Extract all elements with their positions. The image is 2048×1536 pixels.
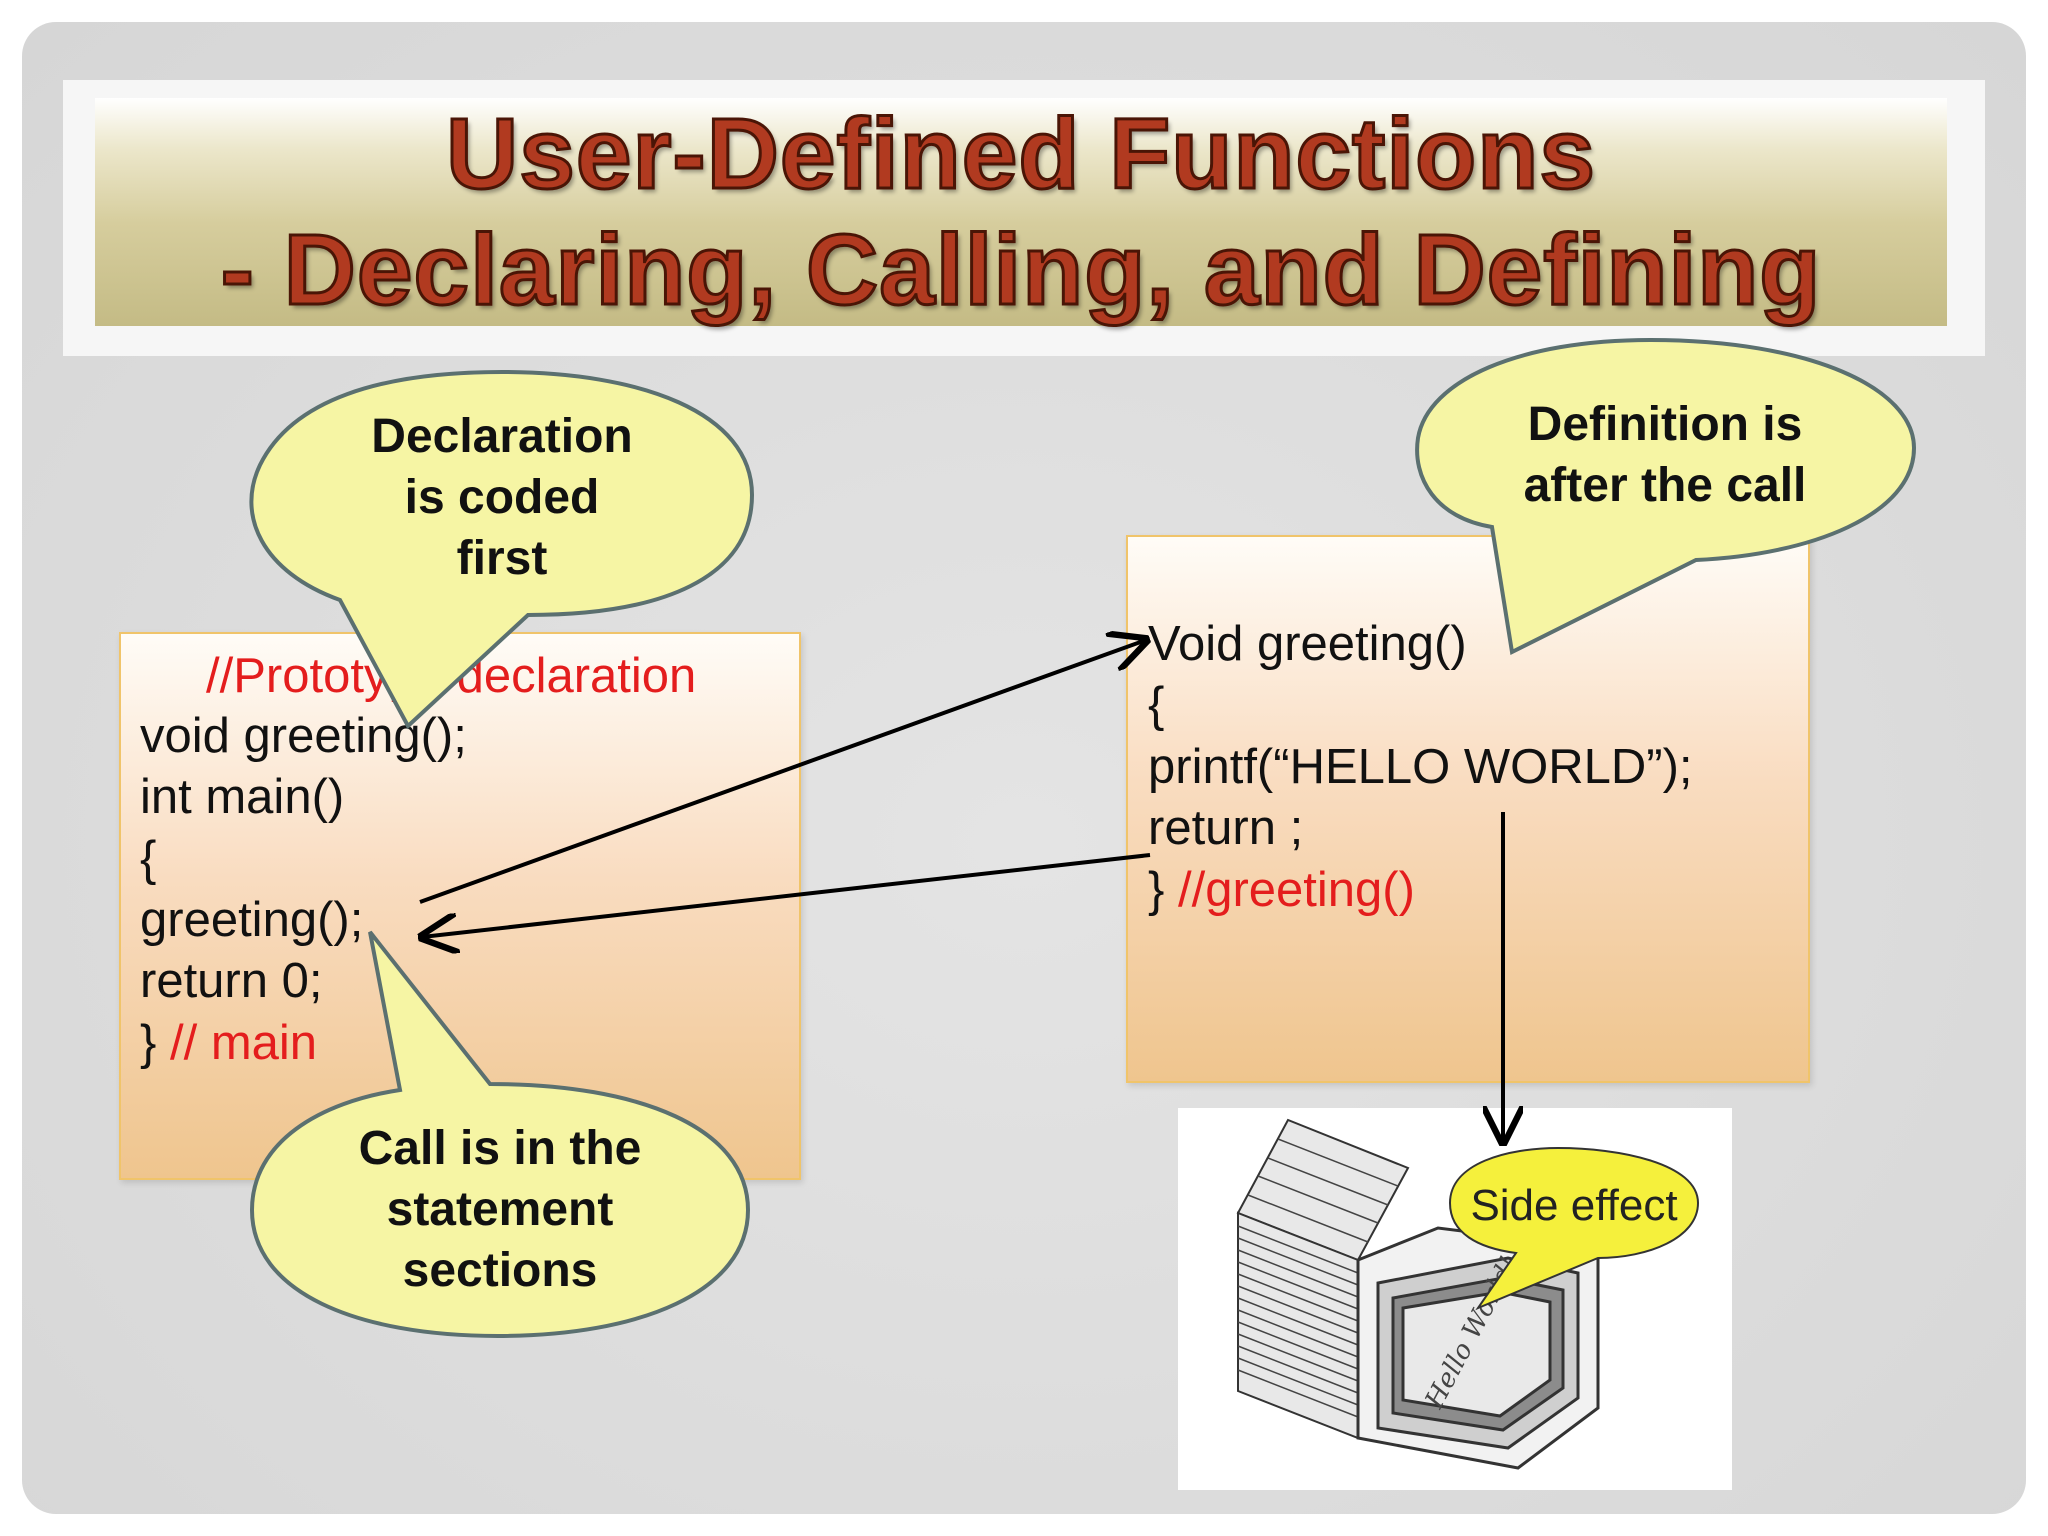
side-effect-label: Side effect: [1470, 1181, 1677, 1230]
printf-line: printf(“HELLO WORLD”);: [1148, 740, 1693, 794]
monitor-bezel: [1356, 1226, 1600, 1470]
main-signature-line: int main(): [140, 770, 345, 824]
definition-callout-bubble: [1415, 337, 1917, 656]
function-call-line: greeting();: [140, 893, 364, 947]
side-effect-bubble: Side effect: [1448, 1146, 1700, 1311]
call-to-definition-arrow: [419, 640, 1146, 904]
declaration-callout-line-1: Declaration: [371, 410, 633, 463]
definition-callout-line-2: after the call: [1523, 459, 1807, 512]
return-zero-line: return 0;: [140, 954, 323, 1008]
monitor-illustration: Hello World! Side effect: [1178, 1108, 1732, 1490]
definition-callout-text: Definition is after the call: [1470, 394, 1860, 516]
title-line-1: User-Defined Functions: [445, 97, 1597, 212]
declaration-callout-line-2: is coded: [404, 471, 600, 524]
definition-signature-line: Void greeting(): [1148, 617, 1467, 671]
definition-open-brace: {: [1148, 678, 1165, 732]
definition-close-line: } //greeting(): [1148, 860, 1415, 920]
call-callout-bubble: [249, 930, 751, 1339]
definition-close-brace: }: [1148, 863, 1165, 917]
main-close-line: } // main: [140, 1013, 317, 1073]
call-callout-line-3: sections: [402, 1244, 598, 1297]
title-line-2: - Declaring, Calling, and Defining: [219, 213, 1822, 328]
definition-end-comment: //greeting(): [1164, 863, 1415, 917]
call-callout-line-2: statement: [386, 1183, 614, 1236]
return-to-caller-arrow: [422, 853, 1151, 937]
declaration-callout-text: Declaration is coded first: [312, 406, 692, 589]
right-code-note: [1126, 535, 1810, 1083]
declaration-callout-bubble: [249, 369, 755, 730]
main-close-brace: }: [140, 1016, 157, 1070]
call-callout-line-1: Call is in the: [358, 1122, 642, 1175]
declaration-callout-line-3: first: [456, 532, 548, 585]
call-callout-text: Call is in the statement sections: [300, 1118, 700, 1301]
return-line: return ;: [1148, 801, 1304, 855]
main-open-brace: {: [140, 832, 157, 886]
main-end-comment: // main: [156, 1016, 318, 1070]
definition-callout-line-1: Definition is: [1527, 398, 1803, 451]
monitor-vents: [1236, 1118, 1410, 1440]
title-banner: User-Defined Functions - Declaring, Call…: [95, 97, 1947, 328]
